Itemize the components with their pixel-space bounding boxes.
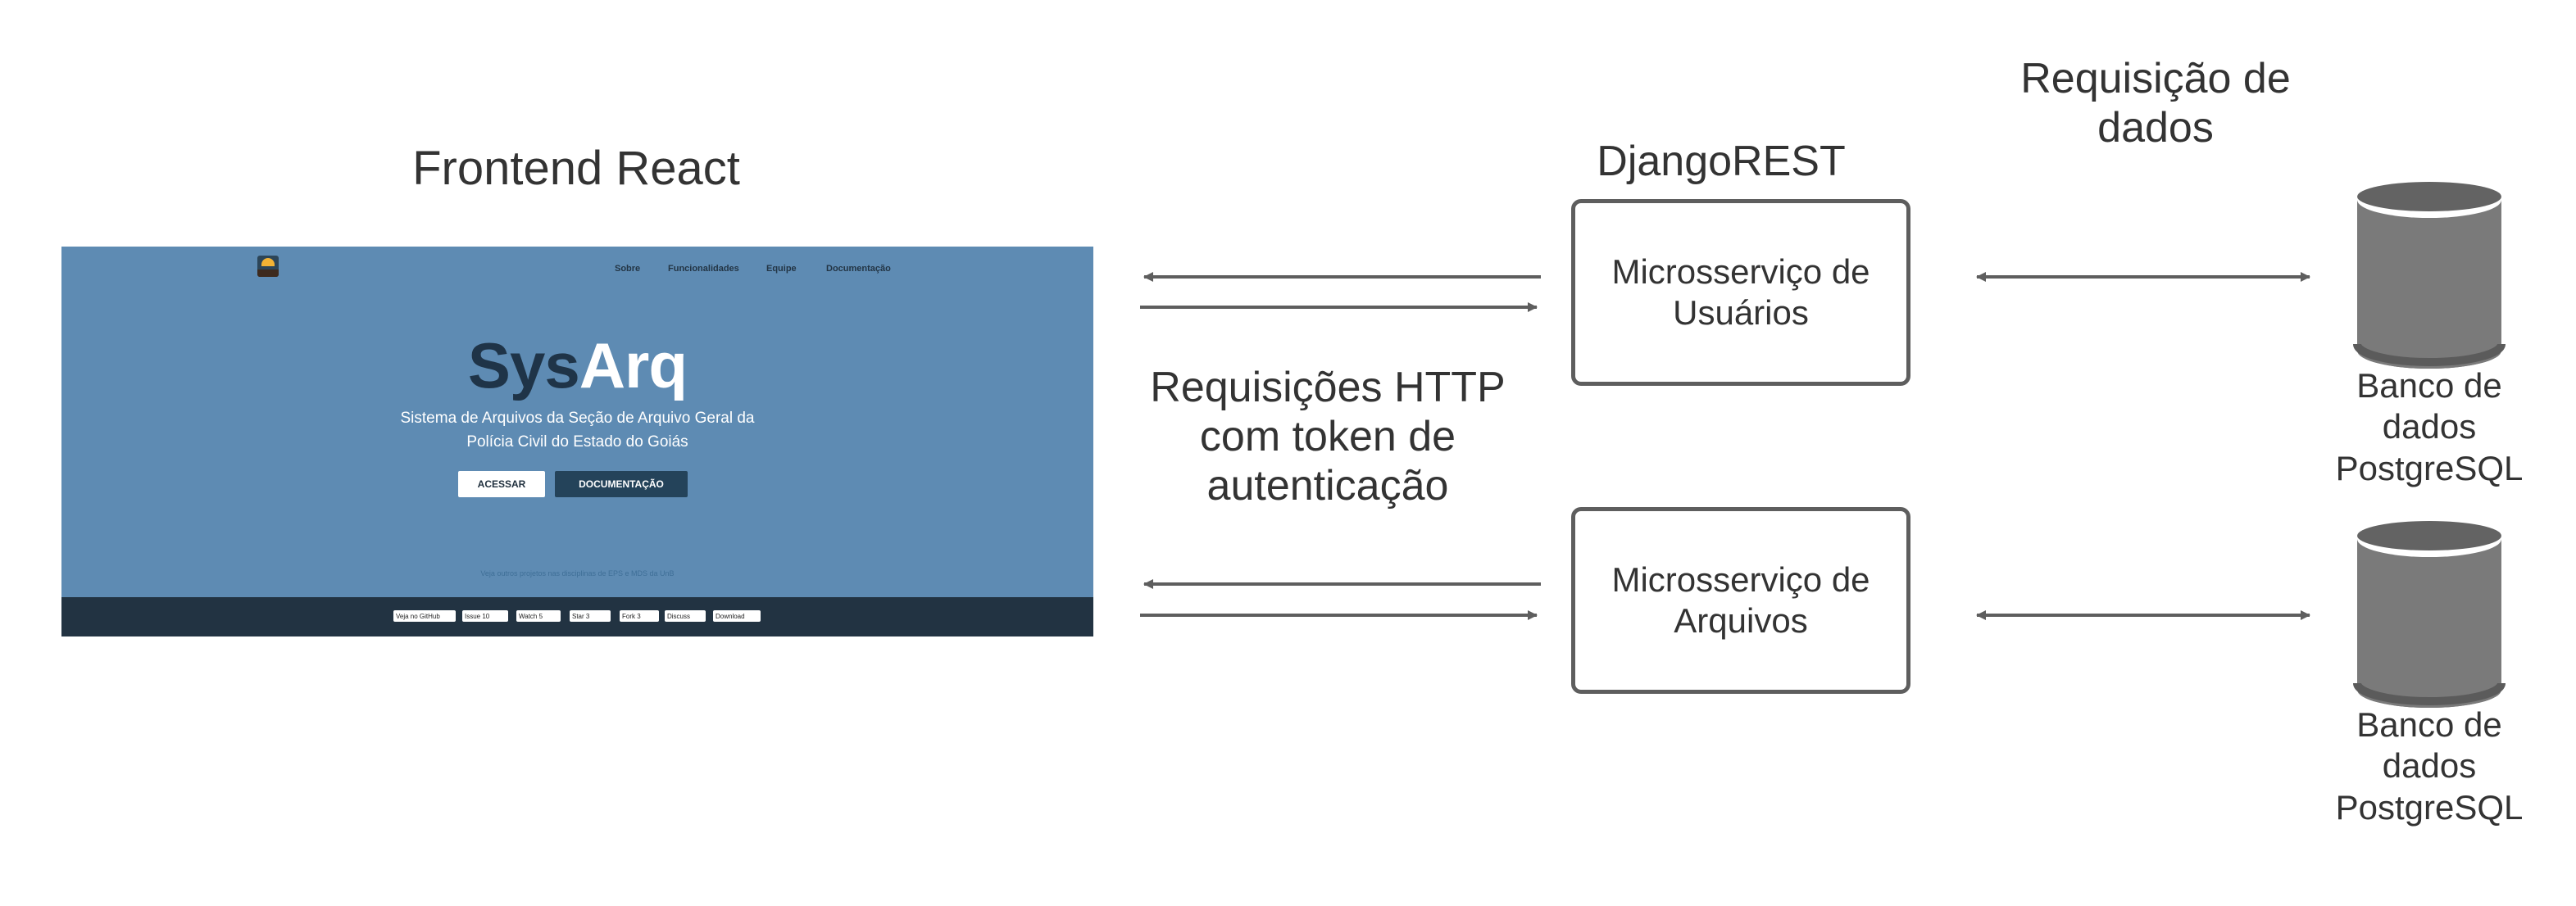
- badge-issue[interactable]: Issue 10: [462, 610, 508, 622]
- badge-star[interactable]: Star 3: [570, 610, 611, 622]
- http-label: Requisições HTTP com token de autenticaç…: [1150, 364, 1506, 510]
- access-button[interactable]: ACESSAR: [458, 471, 545, 497]
- brand-subtitle: Sistema de Arquivos da Seção de Arquivo …: [61, 406, 1093, 454]
- badge-github[interactable]: Veja no GitHub: [393, 610, 456, 622]
- db-label-2: Banco de dados PostgreSQL: [2335, 705, 2524, 827]
- django-title: DjangoREST: [1597, 138, 1846, 185]
- nav-equipe[interactable]: Equipe: [766, 264, 797, 274]
- screenshot-footer: Veja no GitHub Issue 10 Watch 5 Star 3 F…: [61, 597, 1093, 636]
- badge-discuss[interactable]: Discuss: [665, 610, 706, 622]
- brand-sys: Sys: [467, 329, 580, 401]
- subtitle-line1: Sistema de Arquivos da Seção de Arquivo …: [400, 410, 755, 427]
- users-service-label: Microsserviço de Usuários: [1611, 251, 1870, 332]
- frontend-title: Frontend React: [412, 142, 740, 195]
- database-icon-2: [2353, 521, 2506, 708]
- database-icon-1: [2353, 182, 2506, 369]
- nav-funcionalidades[interactable]: Funcionalidades: [668, 264, 739, 274]
- subtitle-line2: Polícia Civil do Estado do Goiás: [466, 433, 688, 451]
- nav-documentacao[interactable]: Documentação: [826, 264, 891, 274]
- badge-fork[interactable]: Fork 3: [620, 610, 659, 622]
- nav-sobre[interactable]: Sobre: [615, 264, 641, 274]
- db-label-1: Banco de dados PostgreSQL: [2335, 366, 2524, 487]
- footer-link[interactable]: Veja outros projetos nas disciplinas de …: [480, 569, 675, 578]
- frontend-screenshot: Sobre Funcionalidades Equipe Documentaçã…: [61, 247, 1093, 636]
- files-service-box: Microsserviço de Arquivos: [1571, 507, 1910, 694]
- brand-title: SysArq: [61, 328, 1093, 403]
- badge-download[interactable]: Download: [713, 610, 761, 622]
- sysarq-logo-icon: [257, 256, 279, 277]
- requisicao-label: Requisição de dados: [2020, 55, 2291, 152]
- brand-arq: Arq: [579, 329, 688, 401]
- users-service-box: Microsserviço de Usuários: [1571, 199, 1910, 386]
- docs-button[interactable]: DOCUMENTAÇÃO: [555, 471, 688, 497]
- badge-watch[interactable]: Watch 5: [516, 610, 561, 622]
- files-service-label: Microsserviço de Arquivos: [1611, 559, 1870, 640]
